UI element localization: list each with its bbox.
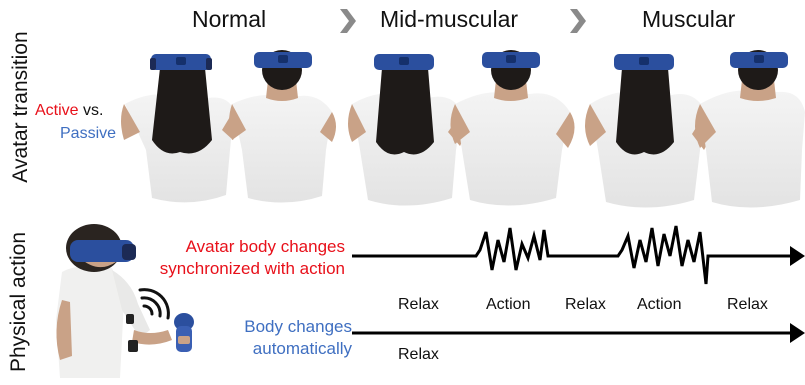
active-condition-line2: synchronized with action (140, 258, 345, 280)
active-phase-action-1: Action (486, 296, 530, 314)
passive-phase-relax: Relax (398, 346, 439, 364)
active-phase-relax-2: Relax (565, 296, 606, 314)
passive-arrowhead (790, 323, 805, 343)
avatar-mid-muscular-active (348, 54, 466, 206)
active-phase-relax-1: Relax (398, 296, 439, 314)
active-arrowhead (790, 246, 805, 266)
avatar-normal-passive (229, 50, 336, 203)
passive-condition-label: Body changes automatically (140, 316, 352, 360)
passive-condition-line2: automatically (140, 338, 352, 360)
wireless-signal-icon (140, 290, 168, 318)
active-phase-action-2: Action (637, 296, 681, 314)
active-condition-line1: Avatar body changes (140, 236, 345, 258)
active-timeline-arrow (352, 226, 790, 284)
passive-condition-line1: Body changes (140, 316, 352, 338)
active-phase-relax-3: Relax (727, 296, 768, 314)
active-condition-label: Avatar body changes synchronized with ac… (140, 236, 345, 280)
avatar-muscular-active (585, 54, 711, 208)
avatar-muscular-passive (695, 50, 805, 208)
avatar-mid-muscular-passive (451, 50, 575, 206)
avatar-normal-active (121, 54, 237, 202)
